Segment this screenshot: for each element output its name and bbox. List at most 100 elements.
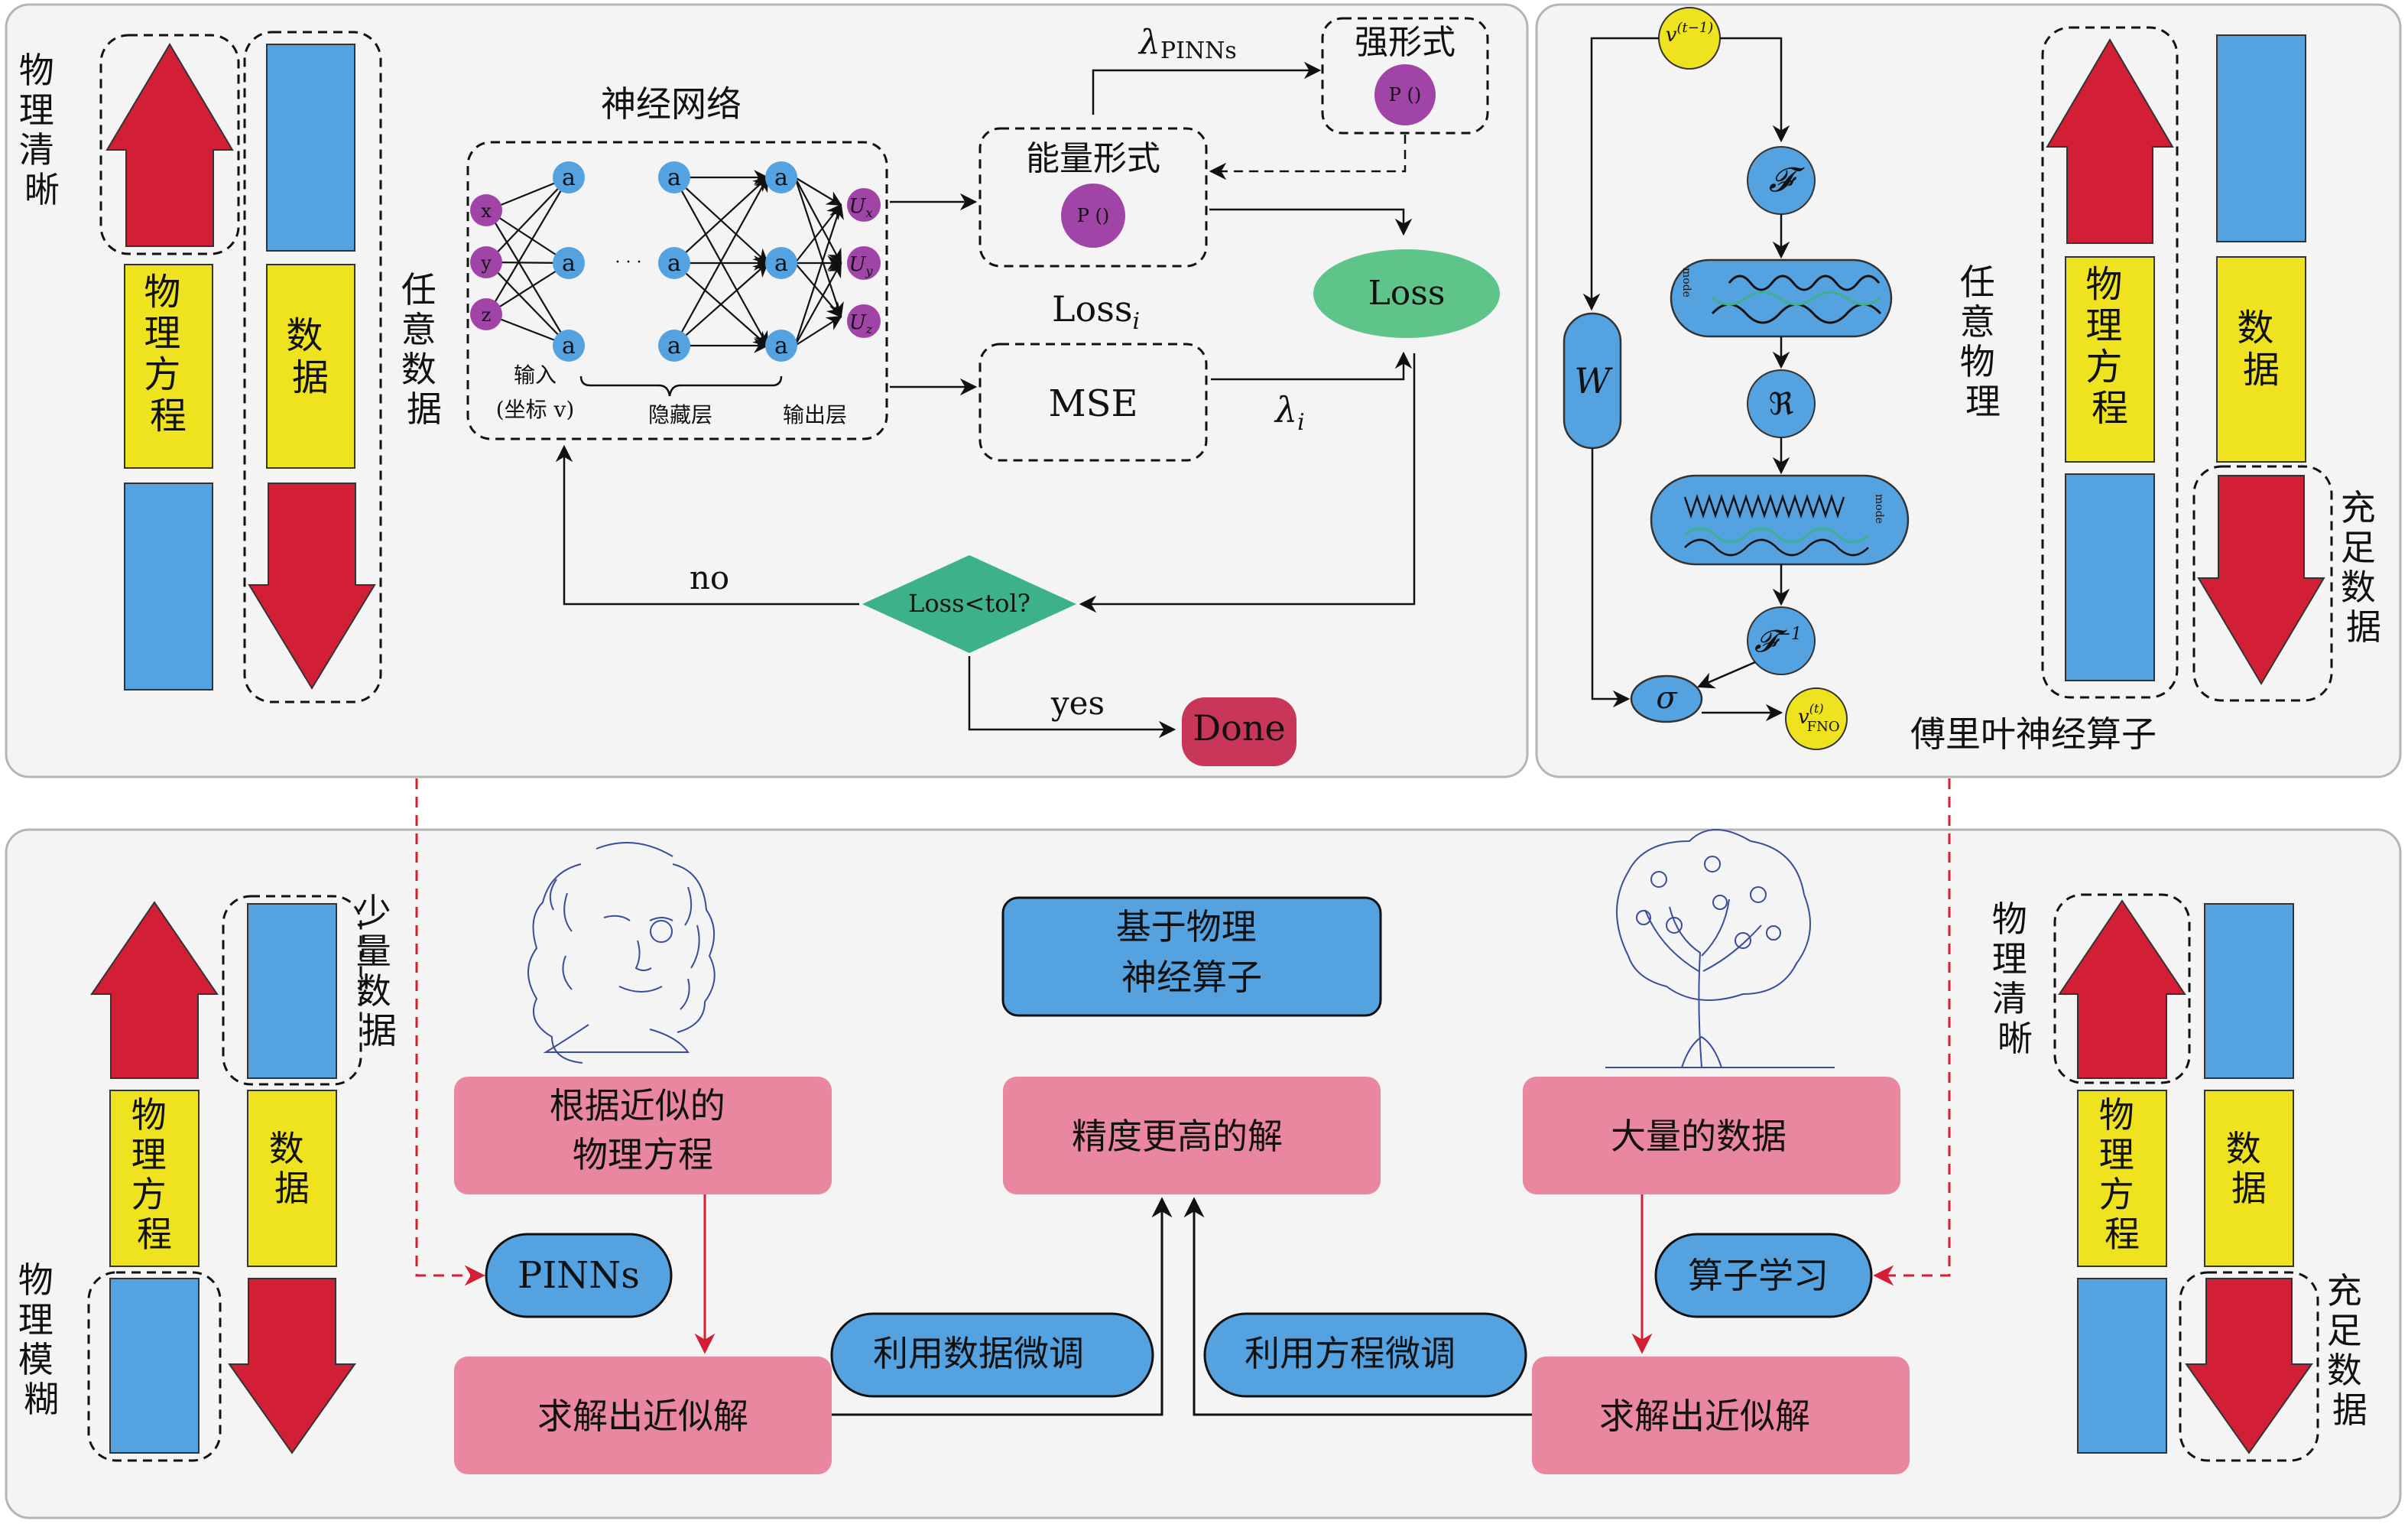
bar-data-bl-text: 数 据 (269, 1128, 316, 1209)
arrow-down-red-tr (2197, 475, 2325, 685)
mode-wave-2b (1683, 527, 1870, 544)
bar-data-bl (247, 1090, 337, 1267)
hidden-layer-label: 隐藏层 (648, 402, 712, 427)
pill-finetune-data-text: 利用数据微调 (873, 1333, 1084, 1374)
lambda-i: λi (1274, 389, 1305, 436)
bar-data-br (2204, 1090, 2294, 1267)
bar-blue-bl-right (247, 903, 337, 1079)
label-physics-clear-tl: 物 理 清 晰 (19, 50, 66, 210)
no-label: no (690, 559, 729, 596)
energy-p-text: P () (1077, 205, 1110, 226)
nn-box (466, 141, 888, 440)
box-better-solution (1003, 1077, 1381, 1194)
box-physics-eq (454, 1077, 832, 1194)
connector-operator (1873, 778, 1951, 1286)
loss-label: Loss (1368, 274, 1446, 313)
input-z-label: z (482, 304, 492, 326)
strong-p-node (1374, 64, 1436, 125)
mode-label-1: mode (1680, 268, 1692, 297)
input-coord-label: (坐标 v) (496, 397, 575, 422)
arrow-no-loop (555, 444, 859, 606)
pino-box (1001, 896, 1382, 1017)
pill-finetune-data (830, 1312, 1154, 1398)
arrow-loss-to-decision (1079, 353, 1416, 613)
output-uy-label: Uy (849, 253, 874, 278)
bar-data-br-text: 数 据 (2226, 1128, 2273, 1209)
decision-label: Loss<tol? (908, 589, 1030, 618)
input-x-label: x (481, 200, 492, 222)
hidden-layer-2 (658, 161, 690, 362)
decision-node (862, 555, 1076, 653)
pill-operator-learning (1654, 1233, 1873, 1318)
apple-tree (1605, 829, 1835, 1068)
input-layer-label: 输入 (514, 362, 557, 388)
bar-physics-eq-bl-text: 物 理 方 程 (131, 1094, 178, 1255)
sigma-node (1630, 674, 1703, 723)
fno-input-label: v(t−1) (1666, 20, 1714, 47)
input-node-z (470, 298, 502, 330)
bar-data-tl (266, 264, 355, 469)
neuron-labels: a a a a a a a a a (562, 164, 788, 359)
output-ux-label: Ux (849, 195, 873, 220)
svg-text:a: a (562, 250, 576, 277)
mse-label: MSE (1048, 382, 1137, 425)
pill-pinns-text: PINNs (518, 1254, 640, 1297)
arrow-v-to-W (1582, 37, 1659, 311)
arrow-up-red-tr (2046, 38, 2174, 244)
bar-data-tl-text: 数 据 (286, 314, 334, 399)
arrow-strong-to-energy (1209, 135, 1407, 180)
strong-form-box (1321, 17, 1489, 135)
svg-text:a: a (667, 250, 681, 277)
bar-physics-eq-br (2077, 1090, 2167, 1267)
W-label: W (1574, 360, 1613, 401)
label-sufficient-data-br: 充 足 数 据 (2327, 1270, 2374, 1431)
bar-blue-br-right (2204, 903, 2294, 1079)
bar-physics-eq-bl (109, 1090, 200, 1267)
arrow-v-to-fourier (1720, 37, 1790, 143)
nn-title: 神经网络 (601, 83, 742, 125)
mode-wave-1c (1712, 291, 1881, 306)
svg-text:a: a (667, 333, 681, 359)
done-label: Done (1193, 707, 1285, 749)
input-y-label: y (480, 252, 492, 274)
pill-operator-learning-text: 算子学习 (1688, 1255, 1829, 1296)
arrow-energy-to-loss (1209, 208, 1413, 236)
dashed-highlight-up (99, 34, 240, 255)
box-big-data (1523, 1077, 1900, 1194)
arrow-energy-to-strong (1092, 61, 1322, 115)
arrow-inv-to-sigma (1696, 661, 1756, 689)
loss-i-label: Lossi (1052, 288, 1140, 335)
bar-blue-tl-left (124, 483, 213, 691)
arrow-right-solve-to-better (1183, 1197, 1532, 1416)
label-sufficient-data-tr: 充 足 数 据 (2341, 487, 2387, 648)
hidden-brace (579, 375, 783, 397)
energy-form-label: 能量形式 (1026, 139, 1160, 178)
loss-node (1313, 249, 1500, 338)
svg-text:a: a (562, 164, 576, 191)
dashed-highlight-bl-left (87, 1271, 222, 1462)
mode-wave-2c (1684, 538, 1869, 557)
box-better-solution-text: 精度更高的解 (1072, 1116, 1283, 1157)
fno-output-node (1785, 687, 1848, 750)
dashed-highlight-br-left (2053, 893, 2191, 1084)
pill-pinns (485, 1233, 673, 1318)
input-node-x (470, 194, 502, 226)
fno-output-label: v(t)FNO (1798, 701, 1840, 735)
strong-p-text: P () (1389, 84, 1422, 106)
hidden-layer-1 (553, 161, 585, 362)
arrow-up-red-br (2058, 899, 2186, 1079)
svg-text:a: a (774, 333, 788, 359)
label-any-data: 任 意 数 据 (401, 269, 448, 430)
mse-box (978, 343, 1208, 462)
hidden-layer-3 (765, 161, 797, 362)
box-solve-right (1532, 1357, 1910, 1474)
fno-title: 傅里叶神经算子 (1910, 713, 2156, 755)
dashed-highlight-bl-right (222, 895, 362, 1086)
mode-label-2: mode (1873, 494, 1885, 524)
bar-blue-bl-left (109, 1278, 200, 1454)
bar-blue-tr-right (2216, 34, 2306, 242)
real-label: ℜ (1769, 387, 1794, 422)
dashed-highlight-br-right (2179, 1271, 2319, 1462)
lambda-pinns: λPINNs (1137, 23, 1237, 64)
output-node-uz (847, 304, 881, 338)
